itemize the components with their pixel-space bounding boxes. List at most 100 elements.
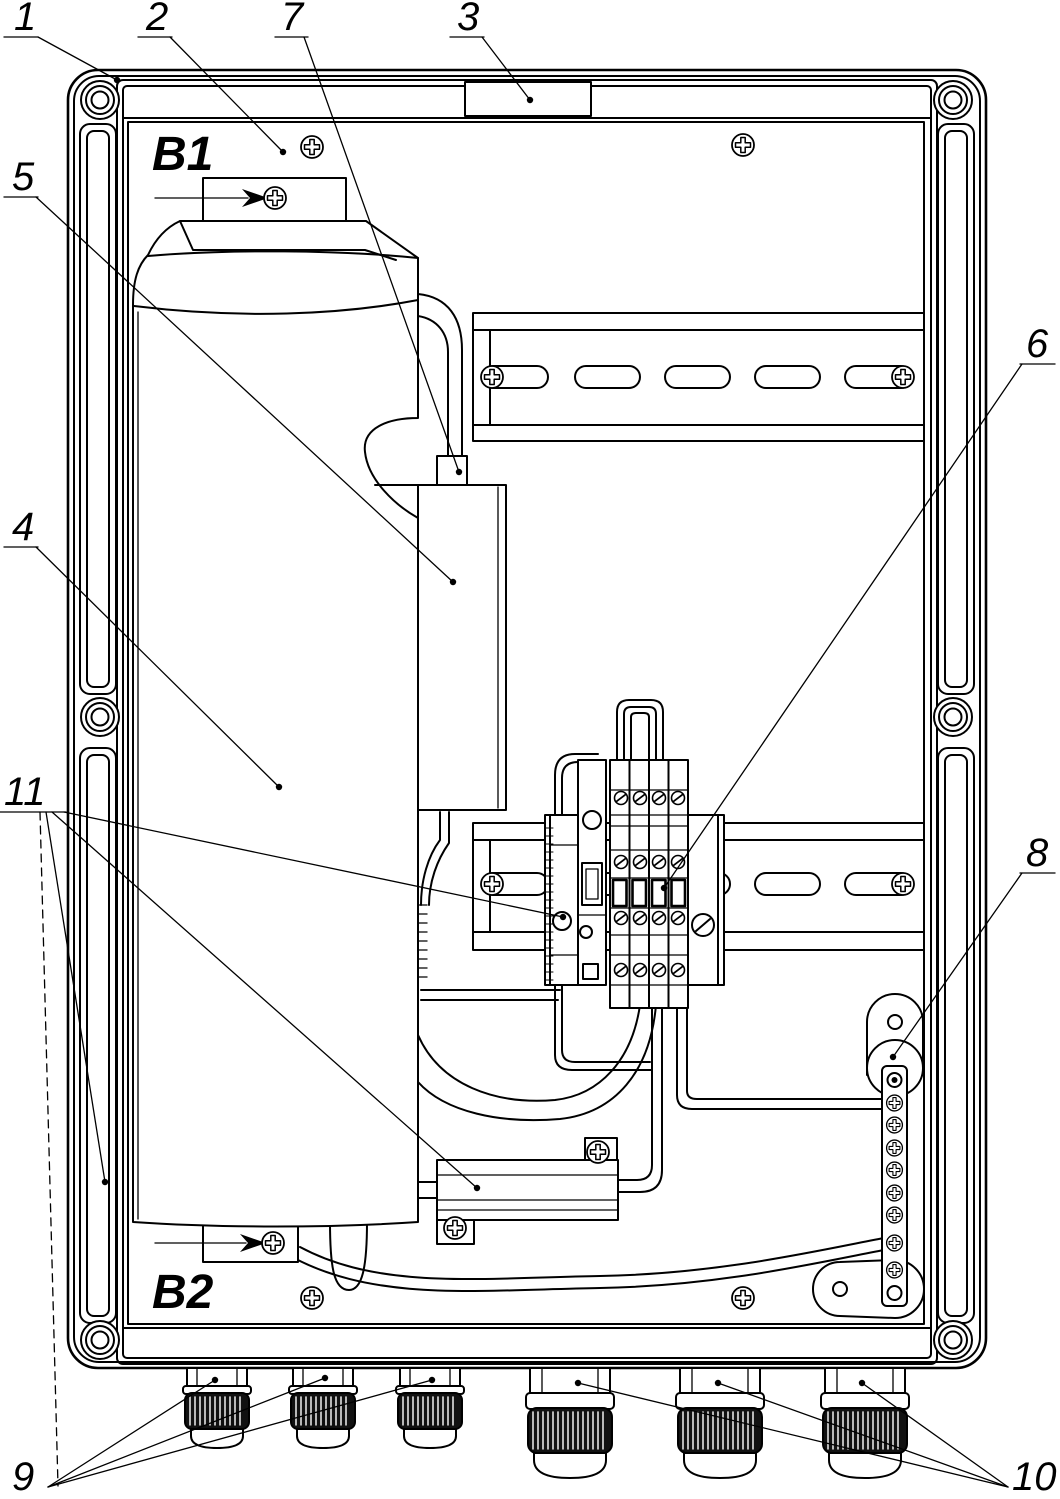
- terminal-window: [611, 878, 628, 908]
- mounting-screw-icon: [300, 1286, 324, 1310]
- gland-dome: [403, 1428, 457, 1449]
- cable-gland-large: [525, 1367, 615, 1479]
- terminal-screw-icon: [632, 854, 648, 870]
- terminal-screw-icon: [651, 910, 667, 926]
- corner-screw-icon: [80, 80, 120, 120]
- terminal-screw-icon: [613, 790, 629, 806]
- corner-screw-icon: [933, 697, 973, 737]
- top-cable: [417, 293, 463, 458]
- callout-4-leader: [35, 546, 280, 788]
- ground-screw-icon: [885, 1234, 904, 1252]
- callout-9-dot: [211, 1376, 219, 1384]
- rear-cable-edge: [420, 811, 441, 906]
- callout-7-dot: [455, 468, 463, 476]
- callout-2-dot: [279, 148, 287, 156]
- gland-dome: [296, 1428, 350, 1449]
- callout-9-leader: [47, 1379, 216, 1488]
- heater-wire: [616, 1004, 663, 1193]
- cable-gland-large: [675, 1367, 765, 1479]
- ground-screw-icon: [885, 1261, 904, 1279]
- rail-screw-icon: [891, 365, 915, 389]
- cable-glands: [182, 1367, 910, 1479]
- callout-8-label: 8: [1026, 831, 1049, 875]
- terminal-screw-icon: [670, 962, 686, 978]
- loop-cable-edge: [417, 1004, 657, 1122]
- side-channel-left-upper: [79, 123, 117, 695]
- gland-collar: [525, 1392, 615, 1410]
- terminal-screw-icon: [651, 790, 667, 806]
- ground-bar-assembly: [812, 993, 925, 1319]
- gland-nut: [527, 1407, 613, 1454]
- zone-label-b1: B1: [152, 128, 213, 181]
- fuse-window: [581, 862, 603, 906]
- bracket-screw-icon: [263, 186, 287, 210]
- gland-dome: [683, 1452, 757, 1479]
- bottom-cable-edge: [293, 1249, 885, 1292]
- terminal-screw-icon: [670, 790, 686, 806]
- heater-screw-icon: [586, 1140, 610, 1164]
- gland-nut: [677, 1407, 763, 1454]
- ground-wire: [676, 974, 887, 1110]
- side-channel-left-upper-inner: [86, 130, 110, 688]
- breaker-body: [549, 814, 581, 986]
- main-device-housing: [132, 220, 419, 1228]
- ground-screw-icon: [885, 1094, 904, 1112]
- ground-screw-icon: [885, 1161, 904, 1179]
- bottom-bracket-arrowhead: [240, 1234, 266, 1252]
- rail-screw-icon: [891, 872, 915, 896]
- callout-1-leader: [37, 36, 118, 81]
- main-device: [132, 220, 419, 1228]
- ground-screw-icon: [885, 1116, 904, 1134]
- device-hatch: [417, 904, 428, 978]
- side-channel-right-upper: [937, 123, 975, 695]
- ground-bar-end-hole: [886, 1285, 903, 1301]
- gland-dome: [828, 1452, 902, 1479]
- callout-11-leader: [45, 811, 106, 1183]
- terminal-screw-icon: [632, 962, 648, 978]
- gland-flange: [679, 1367, 761, 1394]
- callout-10-label: 10: [1012, 1455, 1057, 1499]
- cable-gland-large: [820, 1367, 910, 1479]
- side-channel-left-lower-inner: [86, 754, 110, 1317]
- terminal-screw-icon: [651, 962, 667, 978]
- callout-6-leader: [663, 363, 1023, 889]
- ground-screw-icon: [885, 1184, 904, 1202]
- callout-9-dot: [428, 1376, 436, 1384]
- callout-1-label: 1: [14, 0, 36, 39]
- terminal-screw-icon: [632, 790, 648, 806]
- top-bracket-plate: [202, 177, 347, 223]
- callout-10-dot: [858, 1379, 866, 1387]
- callout-9-dot: [321, 1374, 329, 1382]
- rear-cables: [417, 811, 887, 1193]
- terminal-screw-icon: [613, 962, 629, 978]
- callout-4-label: 4: [12, 505, 34, 549]
- jumper-loop: [623, 706, 657, 771]
- rail-screw-icon: [480, 872, 504, 896]
- top-bracket-arrowhead: [242, 189, 268, 207]
- callout-9-label: 9: [12, 1455, 34, 1499]
- terminal-block-assembly: [544, 699, 725, 1071]
- callout-5-leader: [35, 196, 454, 583]
- terminal-screw-icon: [651, 854, 667, 870]
- module-body: [417, 484, 507, 811]
- callout-3-label: 3: [457, 0, 479, 39]
- terminal-end-plate: [687, 814, 719, 986]
- callout-3-dot: [526, 96, 534, 104]
- callout-11-dot: [559, 913, 567, 921]
- ground-bar-end-hole: [886, 1072, 903, 1088]
- callout-11-dot: [473, 1184, 481, 1192]
- main-device-hood-seam: [133, 299, 419, 315]
- callout-11-dot: [101, 1178, 109, 1186]
- corner-screw-icon: [80, 697, 120, 737]
- ground-bar-mount-hole: [887, 1014, 903, 1030]
- heater-body: [436, 1159, 619, 1221]
- terminal-window: [670, 878, 687, 908]
- mounting-screw-icon: [300, 135, 324, 159]
- callout-5-label: 5: [12, 155, 35, 199]
- side-channel-right-upper-inner: [944, 130, 968, 688]
- callout-2-label: 2: [145, 0, 168, 39]
- gland-dome: [533, 1452, 607, 1479]
- callout-11-leader-hidden: [39, 811, 59, 1487]
- callout-9-leader: [47, 1379, 433, 1488]
